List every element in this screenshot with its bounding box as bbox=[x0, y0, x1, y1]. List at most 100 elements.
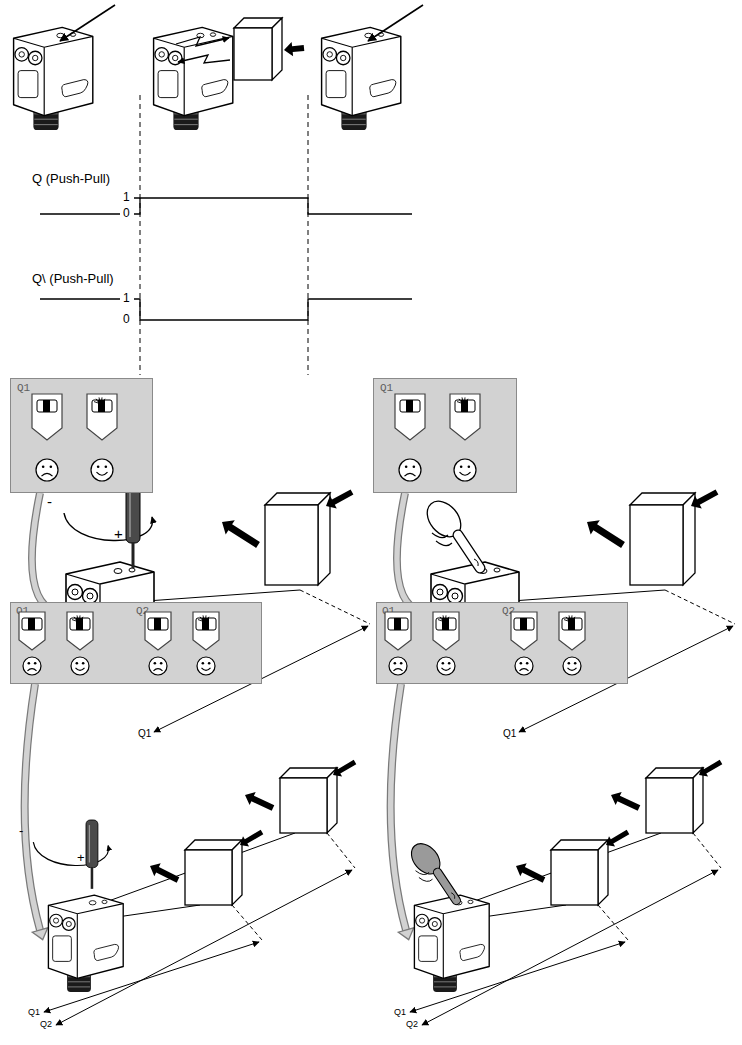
led-indicator-icon bbox=[19, 612, 45, 675]
sensor-button bbox=[468, 900, 473, 903]
happy-face bbox=[71, 657, 89, 675]
led-ray bbox=[94, 402, 98, 403]
led-ray bbox=[203, 615, 204, 621]
happy-face bbox=[454, 459, 476, 481]
object-front bbox=[234, 28, 272, 80]
led bbox=[76, 618, 83, 630]
range-label: Q1 bbox=[503, 728, 516, 739]
motion-arrow bbox=[245, 792, 274, 811]
led-indicator-icon bbox=[385, 612, 411, 675]
led-ray bbox=[207, 617, 209, 621]
sensor-icon bbox=[154, 27, 233, 130]
motion-arrow bbox=[611, 792, 640, 811]
sensor-icon bbox=[48, 895, 123, 992]
indicator-tag bbox=[193, 612, 219, 650]
led-ray bbox=[464, 397, 466, 403]
sensor-icon bbox=[414, 895, 489, 992]
led-ray bbox=[205, 615, 207, 621]
led-window bbox=[70, 618, 90, 630]
motion-arrow bbox=[284, 42, 304, 56]
sensor-plate bbox=[53, 936, 72, 962]
sensor-body bbox=[322, 27, 401, 115]
led bbox=[568, 618, 575, 630]
time-marker bbox=[308, 95, 309, 375]
sensor-body bbox=[154, 27, 233, 115]
sensor-icon bbox=[322, 27, 401, 130]
screwdriver-shaft bbox=[91, 868, 94, 889]
sensor-plate bbox=[326, 71, 346, 98]
time-marker bbox=[140, 95, 141, 375]
motion-arrow bbox=[240, 830, 263, 847]
face-eye bbox=[526, 662, 529, 665]
target-object bbox=[630, 493, 695, 585]
range-extension bbox=[598, 905, 628, 940]
led-ray bbox=[96, 399, 99, 403]
finger-outline bbox=[438, 872, 457, 900]
range-extension bbox=[300, 590, 370, 624]
sensor-edge bbox=[48, 904, 123, 979]
face-eye bbox=[400, 662, 403, 665]
light-beam bbox=[368, 5, 423, 41]
target-object bbox=[646, 768, 703, 833]
sensor-lens bbox=[68, 585, 83, 600]
face-eye bbox=[160, 662, 163, 665]
finger-nail bbox=[474, 559, 478, 566]
object-front bbox=[265, 505, 318, 585]
sensor-button bbox=[129, 568, 135, 572]
screwdriver-shaft bbox=[132, 543, 135, 568]
sensor-lens-inner bbox=[341, 55, 346, 60]
connector-ridge bbox=[434, 981, 456, 982]
sensor-slot bbox=[370, 80, 396, 97]
finger-outline bbox=[458, 535, 480, 568]
callout-swoop bbox=[32, 493, 66, 620]
object-front bbox=[630, 505, 683, 585]
sad-face bbox=[149, 657, 167, 675]
led bbox=[442, 618, 449, 630]
led bbox=[43, 400, 50, 412]
face-mouth bbox=[568, 668, 577, 670]
indicator-tag bbox=[433, 612, 459, 650]
led-ray bbox=[440, 617, 443, 621]
sensor-lens bbox=[28, 51, 42, 65]
handle-highlight bbox=[129, 493, 131, 537]
object-front bbox=[280, 778, 327, 833]
led-indicator-icon bbox=[433, 612, 459, 675]
connector-ridge bbox=[434, 986, 456, 987]
sensor-plate bbox=[18, 71, 38, 98]
indicator-tag bbox=[511, 612, 537, 650]
range-label: Q1 bbox=[138, 728, 151, 739]
sensor-lens-inner bbox=[72, 589, 78, 595]
led-ray bbox=[564, 620, 568, 621]
led-ray bbox=[200, 617, 203, 621]
object-side bbox=[598, 840, 608, 905]
sensor-lens-inner bbox=[33, 55, 38, 60]
sensor-lens-inner bbox=[420, 918, 425, 923]
face-eye bbox=[413, 465, 416, 468]
face-eye bbox=[76, 662, 79, 665]
motion-arrow bbox=[516, 863, 545, 882]
face-eye bbox=[405, 465, 408, 468]
sensor-button bbox=[89, 901, 96, 905]
swoop-outline bbox=[32, 493, 56, 612]
motion-arrow bbox=[222, 520, 260, 548]
callout-swoop bbox=[397, 493, 431, 620]
indicator-panel: Q1Q2 bbox=[10, 602, 262, 684]
led-ray bbox=[72, 620, 76, 621]
indicator-panel: Q1Q2 bbox=[376, 602, 628, 684]
led-ray bbox=[198, 620, 202, 621]
led-window bbox=[436, 618, 456, 630]
light-beam bbox=[178, 55, 230, 63]
led-indicator-icon bbox=[450, 394, 480, 481]
led-ray bbox=[103, 399, 105, 403]
led-indicator-icon bbox=[87, 394, 117, 481]
led-ray bbox=[462, 397, 463, 403]
sensor-lens-inner bbox=[87, 593, 93, 599]
object-front bbox=[185, 850, 232, 905]
object-side bbox=[683, 493, 695, 585]
screwdriver bbox=[33, 820, 108, 889]
knuckle bbox=[432, 533, 452, 546]
sad-face bbox=[389, 657, 407, 675]
sensor-edge bbox=[154, 36, 233, 115]
range-label: Q1 bbox=[394, 1008, 406, 1018]
